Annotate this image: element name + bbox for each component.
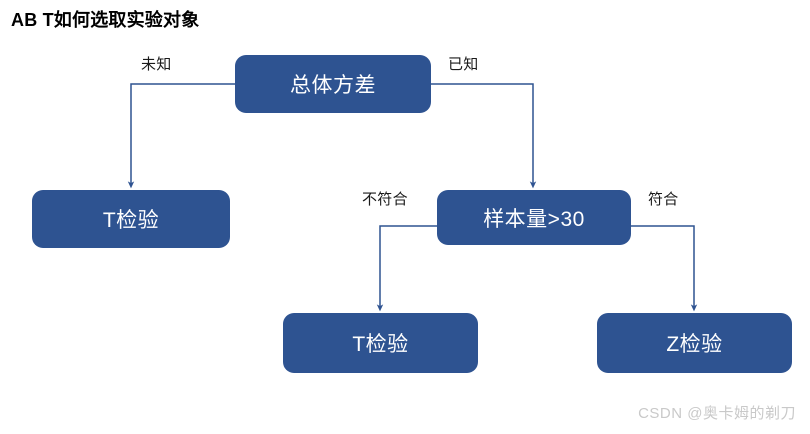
node-population-variance[interactable]: 总体方差 xyxy=(235,55,431,113)
node-label-t-test-bottom: T检验 xyxy=(352,333,409,356)
edge-not-match xyxy=(376,225,437,312)
edge-label-unknown: 未知 xyxy=(141,56,172,73)
edge-label-not-match: 不符合 xyxy=(362,191,408,208)
node-z-test[interactable]: Z检验 xyxy=(597,313,792,373)
node-label-z-test: Z检验 xyxy=(666,333,723,356)
edge-label-match: 符合 xyxy=(648,191,679,208)
node-sample-size[interactable]: 样本量>30 xyxy=(437,190,631,245)
node-t-test-bottom[interactable]: T检验 xyxy=(283,313,478,373)
edge-known xyxy=(430,83,537,189)
node-label-t-test-left: T检验 xyxy=(102,209,160,232)
watermark: CSDN @奥卡姆的剃刀 xyxy=(638,405,796,422)
edge-match xyxy=(630,225,698,312)
node-label-population-variance: 总体方差 xyxy=(290,74,376,97)
node-label-sample-size: 样本量>30 xyxy=(483,207,585,231)
node-t-test-left[interactable]: T检验 xyxy=(32,190,230,248)
edge-unknown xyxy=(127,83,235,189)
edge-label-known: 已知 xyxy=(448,56,479,73)
page-title: AB T如何选取实验对象 xyxy=(11,10,200,30)
